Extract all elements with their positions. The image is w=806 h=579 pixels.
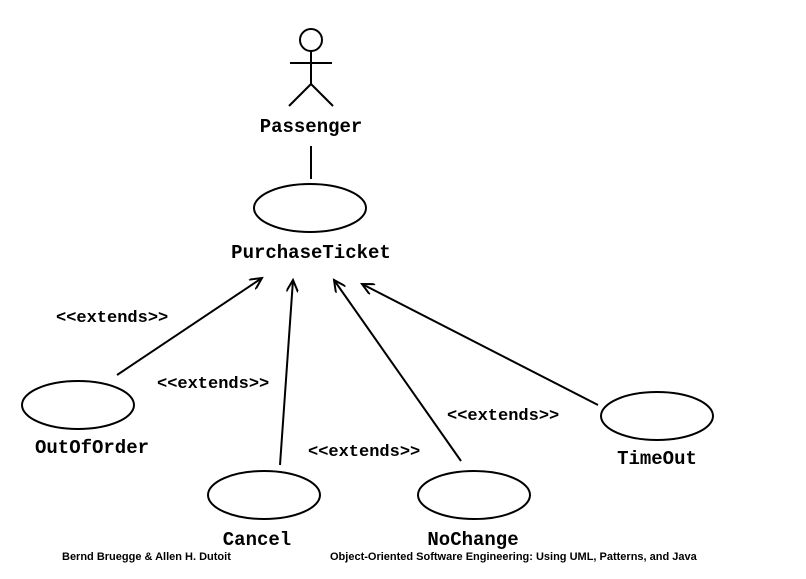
use-case-label: TimeOut <box>617 448 697 470</box>
actor-passenger: Passenger <box>260 28 363 138</box>
stereotype-no-change: <<extends>> <box>308 443 420 462</box>
actor-head <box>299 28 323 52</box>
use-case-purchase-ticket: PurchaseTicket <box>231 183 391 264</box>
extends-arrow-cancel <box>279 280 293 466</box>
use-case-ellipse <box>417 470 531 520</box>
actor-name: Passenger <box>260 116 363 138</box>
extends-arrow-time-out <box>362 284 599 406</box>
use-case-label: Cancel <box>223 529 291 551</box>
stereotype-out-of-order: <<extends>> <box>56 309 168 328</box>
use-case-time-out: TimeOut <box>600 391 714 470</box>
use-case-label: NoChange <box>427 529 518 551</box>
footer-book-title: Object-Oriented Software Engineering: Us… <box>330 551 698 563</box>
stereotype-cancel: <<extends>> <box>157 375 269 394</box>
use-case-ellipse <box>21 380 135 430</box>
extends-arrow-no-change <box>334 280 462 462</box>
stereotype-time-out: <<extends>> <box>447 407 559 426</box>
use-case-ellipse <box>207 470 321 520</box>
use-case-ellipse <box>253 183 367 233</box>
use-case-cancel: Cancel <box>207 470 321 551</box>
use-case-no-change: NoChange <box>417 470 531 551</box>
footer-authors: Bernd Bruegge & Allen H. Dutoit <box>62 551 231 563</box>
use-case-label: OutOfOrder <box>35 437 149 459</box>
use-case-out-of-order: OutOfOrder <box>21 380 149 459</box>
actor-left-leg <box>288 83 312 107</box>
actor-right-leg <box>310 83 334 107</box>
use-case-label: PurchaseTicket <box>231 242 391 264</box>
extends-arrow-out-of-order <box>116 278 262 376</box>
use-case-ellipse <box>600 391 714 441</box>
